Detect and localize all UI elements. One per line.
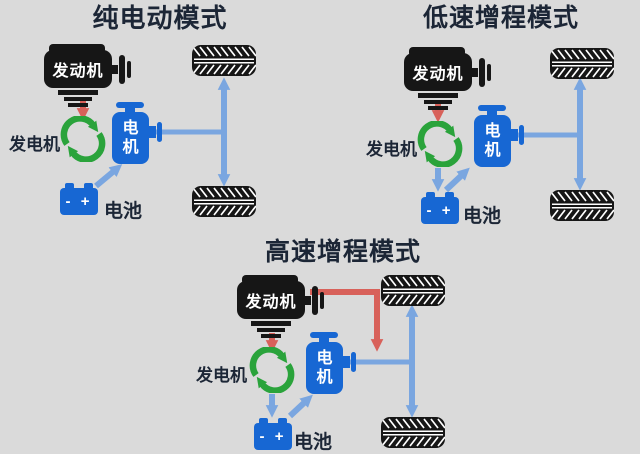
battery-body: - + [254,423,292,450]
engine-exhaust-stack [428,106,448,110]
engine-exhaust-stack [58,90,98,95]
motor-top-stem [487,110,497,117]
engine-side-connector [305,296,311,305]
motor-shaft [511,129,518,141]
battery-terminals-label: - + [259,428,287,445]
engine-exhaust-stack [64,97,92,101]
generator-label: 发电机 [196,366,247,385]
engine-side-nub [127,61,131,78]
motor-top-stem [319,337,329,344]
connector-arrows [265,289,419,419]
battery-terminal [65,183,74,190]
battery-icon: - + [254,418,294,451]
motor-top-fitting [116,102,144,108]
diagram-title: 低速增程模式 [422,4,579,32]
generator-icon [417,121,463,167]
engine-exhaust-stack [68,103,88,107]
diagram-title: 纯电动模式 [92,3,228,33]
battery-terminal [278,418,287,425]
engine-label: 发动机 [52,63,104,80]
front-wheel-icon [550,48,614,79]
battery-body: - + [421,197,459,224]
engine-label: 发动机 [245,294,297,311]
connector-arrows [431,77,587,193]
engine-side-bar [479,58,485,87]
motor-body: 电机 [112,112,149,164]
rear-wheel-icon [550,190,614,221]
generator-icon [60,116,106,162]
engine-exhaust-stack [257,328,285,332]
battery-label: 电池 [294,432,333,453]
generator-icon [249,347,295,393]
motor-icon: 电机 [474,105,526,169]
engine-side-connector [472,68,478,77]
engine-to-axle-arrow [310,289,384,352]
battery-icon: - + [60,183,100,216]
battery-terminals-label: - + [426,202,454,219]
generator-label: 发电机 [9,135,60,154]
diagram-pure-electric: 纯电动模式 发动机 发电机 电机 [0,0,300,232]
diagram-title: 高速增程模式 [264,238,421,266]
battery-terminal [259,418,268,425]
motor-flange [519,125,524,145]
rear-wheel-icon [381,417,445,448]
motor-shaft [343,356,350,368]
engine-body: 发动机 [404,53,472,91]
engine-label: 发动机 [412,66,464,83]
engine-side-nub [320,292,324,309]
engine-icon: 发动机 [44,44,134,108]
battery-terminal [84,183,93,190]
battery-to-motor-arrow [94,164,123,189]
engine-exhaust-stack [418,93,458,98]
motor-shaft [149,126,156,138]
engine-valve-cover [242,275,298,285]
diagram-high-speed-range-extender: 高速增程模式 发动机 发电机 电机 [160,235,490,453]
engine-side-bar [312,286,318,315]
engine-body: 发动机 [237,281,305,319]
motor-body: 电机 [474,115,511,167]
battery-to-motor-arrow [443,167,470,193]
rear-wheel-icon [192,186,256,217]
battery-label: 电池 [104,201,143,222]
diagram-low-speed-range-extender: 低速增程模式 发动机 发电机 电机 [330,0,640,232]
motor-icon: 电机 [112,102,164,166]
battery-label: 电池 [463,206,502,227]
engine-icon: 发动机 [237,275,327,339]
motor-label: 电机 [122,120,139,156]
engine-exhaust-stack [261,334,281,338]
engine-body: 发动机 [44,50,112,88]
engine-exhaust-stack [424,100,452,104]
engine-side-nub [487,64,491,81]
connector-arrows [76,77,231,189]
motor-top-fitting [478,105,506,111]
motor-top-fitting [310,332,338,338]
motor-flange [157,122,162,142]
engine-exhaust-stack [251,321,291,326]
front-wheel-icon [381,275,445,306]
generator-label: 发电机 [366,140,417,159]
motor-icon: 电机 [306,332,358,396]
engine-icon: 发动机 [404,47,494,111]
battery-to-motor-arrow [287,394,313,419]
battery-icon: - + [421,192,461,225]
motor-flange [351,352,356,372]
front-wheel-icon [192,45,256,76]
engine-side-connector [112,65,118,74]
engine-side-bar [119,55,125,84]
battery-terminal [426,192,435,199]
motor-label: 电机 [484,123,501,159]
engine-valve-cover [409,47,465,57]
motor-body: 电机 [306,342,343,394]
battery-terminals-label: - + [65,193,93,210]
battery-terminal [445,192,454,199]
motor-label: 电机 [316,350,333,386]
battery-body: - + [60,188,98,215]
engine-valve-cover [49,44,105,54]
motor-top-stem [125,107,135,114]
